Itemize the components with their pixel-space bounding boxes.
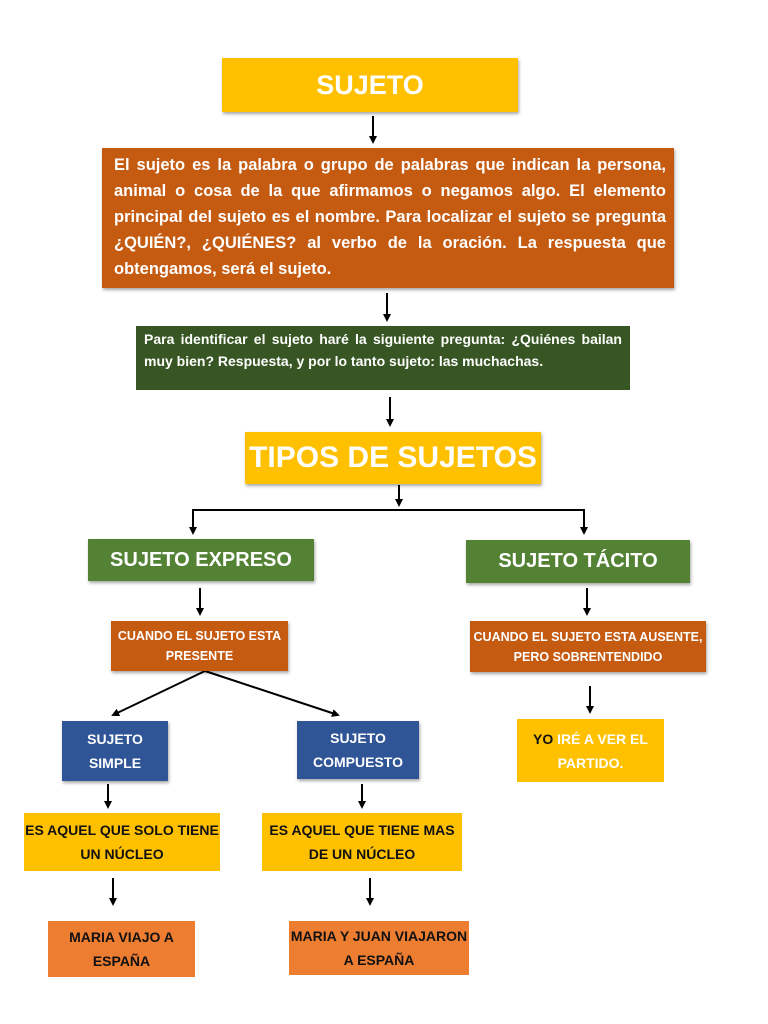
branch-types-horizontal xyxy=(192,509,585,532)
expreso-condition-box: CUANDO EL SUJETO ESTA PRESENTE xyxy=(111,621,288,671)
tacito-example-rest: IRÉ A VER EL PARTIDO. xyxy=(553,730,648,771)
compuesto-definition-box: ES AQUEL QUE TIENE MAS DE UN NÚCLEO xyxy=(262,813,462,871)
arrow-condition-to-simple xyxy=(111,670,206,717)
tacito-example-box: YO IRÉ A VER EL PARTIDO. xyxy=(517,719,664,782)
sujeto-tacito-box: SUJETO TÁCITO xyxy=(466,540,690,583)
title-sujeto: SUJETO xyxy=(222,58,518,112)
compuesto-example-box: MARIA Y JUAN VIAJARON A ESPAÑA xyxy=(289,921,469,975)
sujeto-simple-box: SUJETO SIMPLE xyxy=(62,721,168,781)
example-box: Para identificar el sujeto haré la sigui… xyxy=(136,326,630,390)
simple-definition-box: ES AQUEL QUE SOLO TIENE UN NÚCLEO xyxy=(24,813,220,871)
arrow-condition-to-compuesto xyxy=(204,670,340,717)
definition-box: El sujeto es la palabra o grupo de palab… xyxy=(102,148,674,288)
tacito-condition-box: CUANDO EL SUJETO ESTA AUSENTE, PERO SOBR… xyxy=(470,621,706,672)
sujeto-expreso-box: SUJETO EXPRESO xyxy=(88,539,314,581)
sujeto-compuesto-box: SUJETO COMPUESTO xyxy=(297,721,419,779)
simple-example-box: MARIA VIAJO A ESPAÑA xyxy=(48,921,195,977)
tacito-example-subject: YO xyxy=(533,730,554,747)
title-tipos-de-sujetos: TIPOS DE SUJETOS xyxy=(245,432,541,484)
tacito-example-text: YO IRÉ A VER EL PARTIDO. xyxy=(517,727,664,775)
